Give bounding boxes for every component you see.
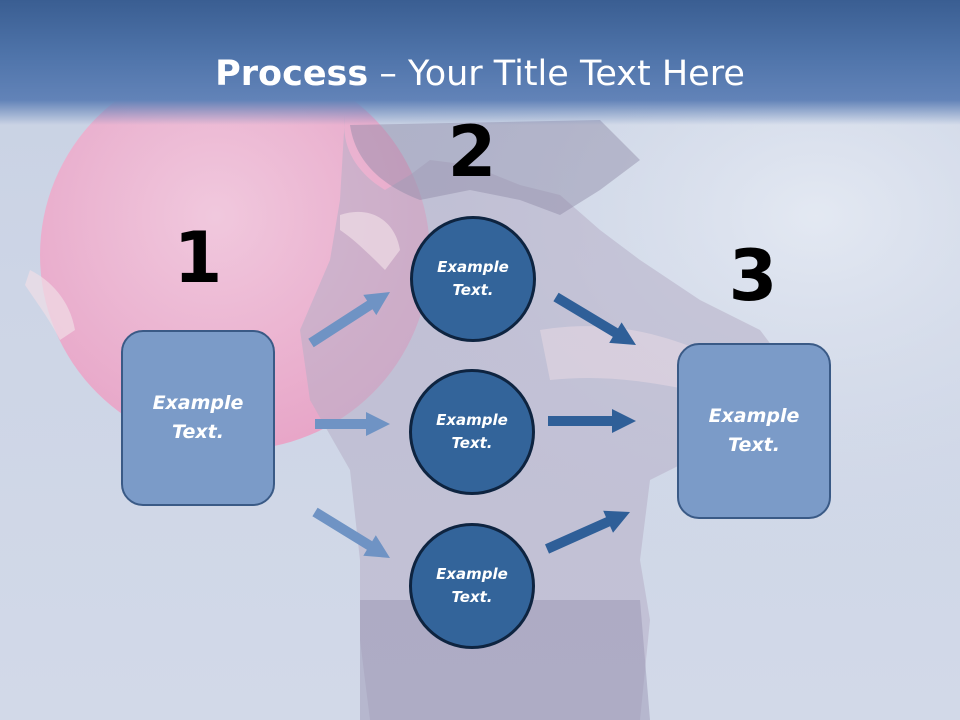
title-bold: Process — [215, 54, 369, 94]
figure-hand-right — [340, 211, 400, 270]
right-process-box: Example Text. — [677, 343, 831, 519]
figure-top — [350, 120, 640, 215]
step-number-1: 1 — [173, 217, 223, 299]
circle-top-text: Example Text. — [437, 258, 509, 299]
circle-bottom: Example Text. — [409, 523, 535, 649]
header-band — [0, 0, 960, 125]
arrow-from-bottom-circle — [545, 510, 630, 554]
circle-bottom-text: Example Text. — [436, 565, 508, 606]
figure-arm — [540, 326, 700, 390]
step-number-2: 2 — [447, 111, 497, 193]
slide-title: Process – Your Title Text Here — [0, 52, 960, 96]
arrow-from-top-circle — [553, 292, 636, 345]
left-box-text: Example Text. — [152, 392, 244, 443]
arrow-to-top-circle — [308, 292, 390, 348]
arrow-to-middle-circle — [315, 412, 390, 436]
left-process-box: Example Text. — [121, 330, 275, 506]
step-number-3: 3 — [728, 235, 778, 317]
right-box-text: Example Text. — [708, 405, 800, 456]
circle-top: Example Text. — [410, 216, 536, 342]
circle-middle: Example Text. — [409, 369, 535, 495]
figure-hand-left — [25, 270, 75, 340]
arrow-to-bottom-circle — [312, 507, 390, 558]
circle-middle-text: Example Text. — [436, 411, 508, 452]
arrow-from-middle-circle — [548, 409, 636, 433]
title-rest: – Your Title Text Here — [368, 54, 745, 94]
